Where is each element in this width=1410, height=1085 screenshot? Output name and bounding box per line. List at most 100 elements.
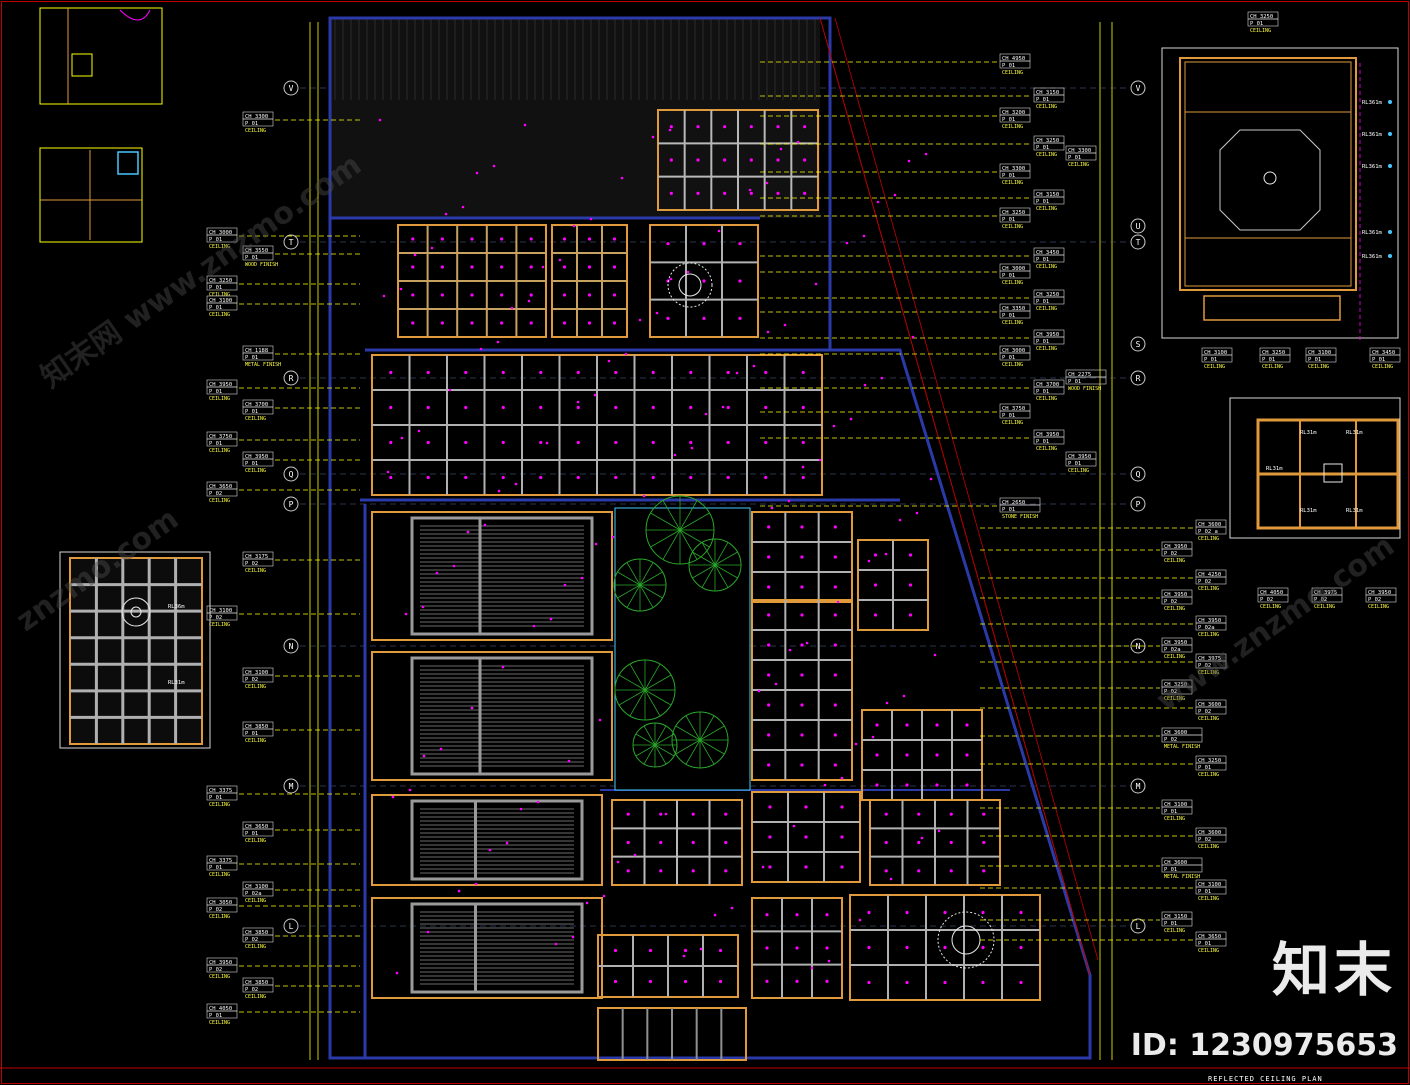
tag-box [1065, 376, 1107, 385]
rl-level-label: RL31m [1300, 508, 1317, 514]
downlight-fixture [917, 869, 921, 873]
tree-branch [679, 500, 698, 531]
tag-paint-code: P 02 [1164, 599, 1177, 605]
downlight-fixture [702, 316, 706, 320]
downlight-fixture [833, 703, 837, 707]
tag-ceiling-height: CH 3950 [209, 382, 232, 388]
downlight-fixture [764, 405, 768, 410]
tag-ceiling-height: CH 3950 [1368, 590, 1391, 596]
tag-finish-label: CEILING [1002, 224, 1023, 230]
downlight-fixture [949, 812, 953, 816]
rl-level-label: RL361m [1362, 230, 1383, 236]
downlight-fixture [500, 321, 504, 325]
dimension-rails [309, 22, 1113, 1060]
tree-branch [626, 562, 641, 586]
downlight-fixture [867, 945, 871, 950]
tag-paint-code: P 01 [1036, 439, 1049, 445]
downlight-fixture [764, 440, 768, 445]
central-fixture [1323, 463, 1343, 483]
tree-branch [644, 663, 661, 691]
downlight-fixture [683, 948, 688, 953]
downlight-fixture [748, 188, 752, 192]
tag-paint-code: P 02 [245, 561, 258, 567]
axis-label-L: L [289, 922, 294, 931]
chandelier-ring [937, 911, 995, 969]
tag-finish-label: CEILING [1036, 446, 1057, 452]
downlight-fixture [691, 869, 695, 873]
downlight-fixture [391, 795, 395, 799]
tag-finish-label: CEILING [245, 468, 266, 474]
tree-branch [650, 529, 681, 548]
tag-box [242, 558, 274, 567]
axis-bubble [1130, 336, 1146, 352]
detail-zone [1179, 57, 1357, 291]
downlight-fixture [776, 158, 780, 162]
downlight-fixture [435, 571, 439, 575]
tag-box [1195, 886, 1227, 895]
tag-finish-label: CEILING [1368, 604, 1389, 610]
downlight-fixture [686, 270, 690, 274]
tree-branch [654, 744, 667, 765]
thumbnail-frame [39, 147, 143, 243]
downlight-fixture [501, 440, 505, 445]
axis-label-U: U [1136, 222, 1141, 231]
downlight-fixture [417, 429, 421, 433]
tag-paint-code: P 01 [1036, 339, 1049, 345]
tag-box [242, 118, 274, 127]
downlight-fixture [801, 465, 805, 469]
tag-finish-label: CEILING [1164, 696, 1185, 702]
tag-ceiling-height: CH 3600 [1198, 522, 1221, 528]
downlight-fixture [818, 458, 822, 462]
tag-ceiling-height: CH 3050 [209, 900, 232, 906]
downlight-fixture [669, 277, 673, 281]
downlight-fixture [702, 279, 706, 283]
tag-paint-code: P 02a [1198, 625, 1215, 631]
tag-ceiling-height: CH 3000 [209, 230, 232, 236]
tag-box [1311, 594, 1343, 603]
tag-ceiling-height: CH 3100 [1204, 350, 1227, 356]
tag-ceiling-height: CH 4950 [1002, 56, 1025, 62]
downlight-fixture [440, 237, 444, 241]
rl-level-label: RL31m [1346, 430, 1363, 436]
downlight-fixture [587, 321, 592, 325]
tag-box [206, 438, 238, 447]
downlight-fixture [863, 383, 867, 387]
downlight-fixture [612, 265, 617, 269]
tag-box [242, 252, 274, 261]
tag-ceiling-height: CH 4050 [209, 1006, 232, 1012]
ceiling-zone-east-1 [751, 511, 853, 603]
downlight-fixture [496, 340, 500, 344]
tree-branch [650, 512, 681, 531]
tag-paint-code: P 02 [1198, 709, 1211, 715]
downlight-fixture [626, 869, 630, 873]
tag-finish-label: METAL FINISH [245, 362, 281, 368]
downlight-fixture [378, 118, 382, 122]
tag-box [206, 612, 238, 621]
tag-ceiling-height: CH 3950 [1164, 544, 1187, 550]
tag-paint-code: P 01 [1036, 389, 1049, 395]
tag-paint-code: P 02 [1198, 837, 1211, 843]
tag-ceiling-height: CH 3300 [245, 114, 268, 120]
tag-box [206, 904, 238, 913]
downlight-fixture [905, 945, 909, 950]
tag-box [1033, 94, 1065, 103]
tag-box [242, 458, 274, 467]
tag-finish-label: CEILING [245, 944, 266, 950]
downlight-fixture [576, 400, 580, 404]
detail-frame [1161, 47, 1399, 339]
tag-ceiling-height: CH 3700 [1036, 382, 1059, 388]
ceiling-zone-frame [649, 224, 759, 338]
downlight-fixture [514, 482, 518, 486]
downlight-fixture [612, 237, 617, 241]
downlight-fixture [614, 475, 618, 480]
downlight-fixture [805, 641, 809, 645]
tag-paint-code: P 01 [1002, 117, 1015, 123]
tag-ceiling-height: CH 3250 [1002, 210, 1025, 216]
axis-label-M: M [289, 782, 294, 791]
